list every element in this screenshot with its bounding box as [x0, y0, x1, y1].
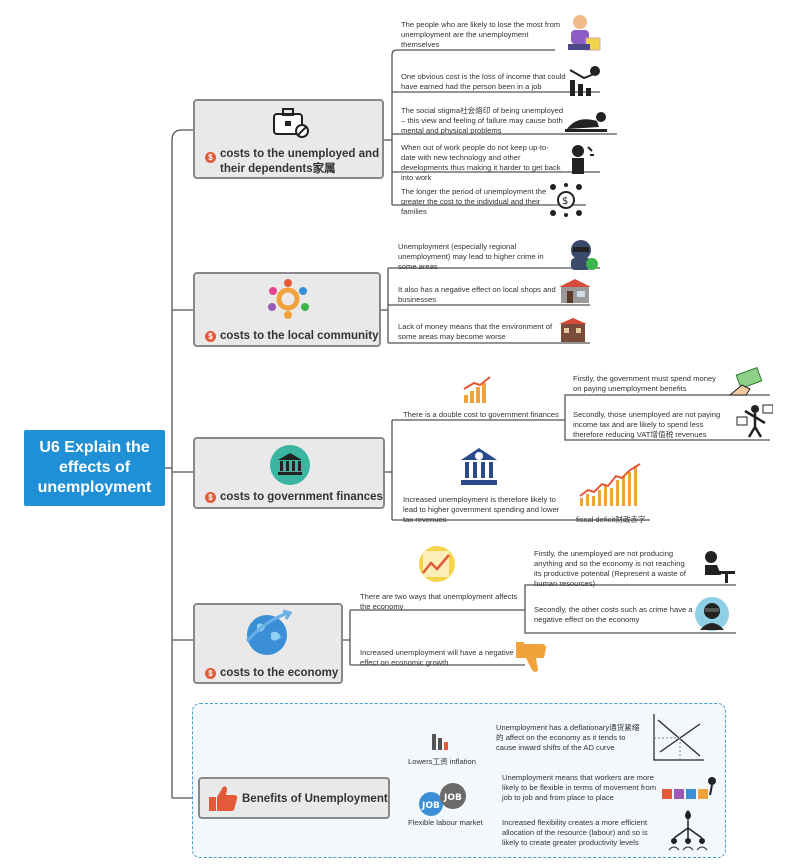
workers-moving-icon	[662, 777, 716, 799]
branch-label: costs to the local community	[220, 330, 379, 342]
branch-economy[interactable]: $ costs to the economy	[193, 603, 343, 684]
note: Increased unemployment will have a negat…	[360, 648, 514, 667]
note: Unemployment has a deflationary通货紧缩的 aff…	[496, 723, 640, 752]
note: The people who are likely to lose the mo…	[401, 20, 561, 49]
bank-tax-icon	[461, 448, 497, 485]
globe-icon	[245, 609, 293, 655]
allocation-tree-icon	[668, 810, 708, 851]
coin-icon: $	[205, 152, 216, 163]
branch-benefits[interactable]: Benefits of Unemployment	[198, 777, 390, 819]
thumbs-up-icon	[209, 786, 238, 811]
root-topic[interactable]: U6 Explain the effects of unemployment	[24, 430, 165, 506]
caption: fiscal deficit财政赤字	[576, 515, 646, 524]
growth-chart-icon	[463, 376, 491, 403]
thief-icon	[571, 240, 598, 270]
subtopic-label: Lowers工资 inflation	[408, 757, 476, 766]
fiscal-deficit-chart-icon	[579, 463, 641, 506]
note: The longer the period of unemployment th…	[401, 187, 547, 216]
idle-worker-icon	[705, 551, 735, 583]
note: Increased unemployment is therefore like…	[403, 495, 560, 524]
criminal-icon	[695, 597, 729, 631]
community-icon	[268, 279, 309, 319]
note: Increased flexibility creates a more eff…	[502, 818, 648, 847]
note: There is a double cost to government fin…	[403, 410, 559, 419]
coin-icon: $	[205, 492, 216, 503]
note: Lack of money means that the environment…	[398, 322, 553, 341]
note: Secondly, those unemployed are not payin…	[573, 410, 721, 439]
money-hand-icon	[728, 367, 763, 396]
income-loss-chart-icon	[569, 66, 600, 96]
branch-label: costs to government finances	[220, 491, 383, 503]
confused-worker-icon	[572, 145, 594, 174]
coin-icon: $	[205, 668, 216, 679]
depressed-person-icon	[565, 112, 607, 132]
svg-text:$: $	[562, 196, 568, 207]
line-chart-icon	[419, 546, 455, 582]
ad-curve-graph-icon	[653, 714, 704, 761]
government-building-icon	[270, 445, 310, 485]
shop-icon	[559, 279, 591, 303]
branch-label: Benefits of Unemployment	[242, 793, 388, 805]
job-bubbles-icon: JOB JOB	[419, 783, 466, 816]
note: The social stigma社会烙印 of being unemploye…	[401, 106, 564, 135]
branch-local-community[interactable]: $ costs to the local community	[193, 272, 381, 347]
branch-label: costs to the unemployed and their depend…	[220, 148, 380, 175]
note: It also has a negative effect on local s…	[398, 285, 556, 304]
note: One obvious cost is the loss of income t…	[401, 72, 566, 91]
note: Firstly, the unemployed are not producin…	[534, 549, 686, 588]
branch-government-finances[interactable]: $ costs to government finances	[193, 437, 385, 509]
run-down-building-icon	[559, 318, 587, 342]
subtopic-label: Flexible labour market	[408, 818, 483, 827]
tax-free-person-icon	[736, 404, 773, 438]
branch-label: costs to the economy	[220, 667, 339, 679]
note: Unemployment means that workers are more…	[502, 773, 657, 802]
note: Firstly, the government must spend money…	[573, 374, 716, 393]
bar-chart-icon	[432, 734, 448, 750]
svg-text:JOB: JOB	[443, 793, 462, 803]
svg-text:JOB: JOB	[421, 801, 440, 811]
note: When out of work people do not keep up-t…	[401, 143, 561, 182]
unemployed-person-icon	[568, 15, 601, 51]
note: Unemployment (especially regional unempl…	[398, 242, 544, 271]
note: There are two ways that unemployment aff…	[360, 592, 518, 611]
branch-unemployed[interactable]: $ costs to the unemployed and their depe…	[193, 99, 384, 179]
briefcase-icon	[273, 108, 309, 138]
coin-icon: $	[205, 331, 216, 342]
root-title: U6 Explain the effects of unemployment	[37, 439, 152, 496]
thumbs-down-icon	[516, 642, 546, 672]
note: Secondly, the other costs such as crime …	[534, 605, 693, 624]
money-network-icon: $	[550, 183, 582, 217]
